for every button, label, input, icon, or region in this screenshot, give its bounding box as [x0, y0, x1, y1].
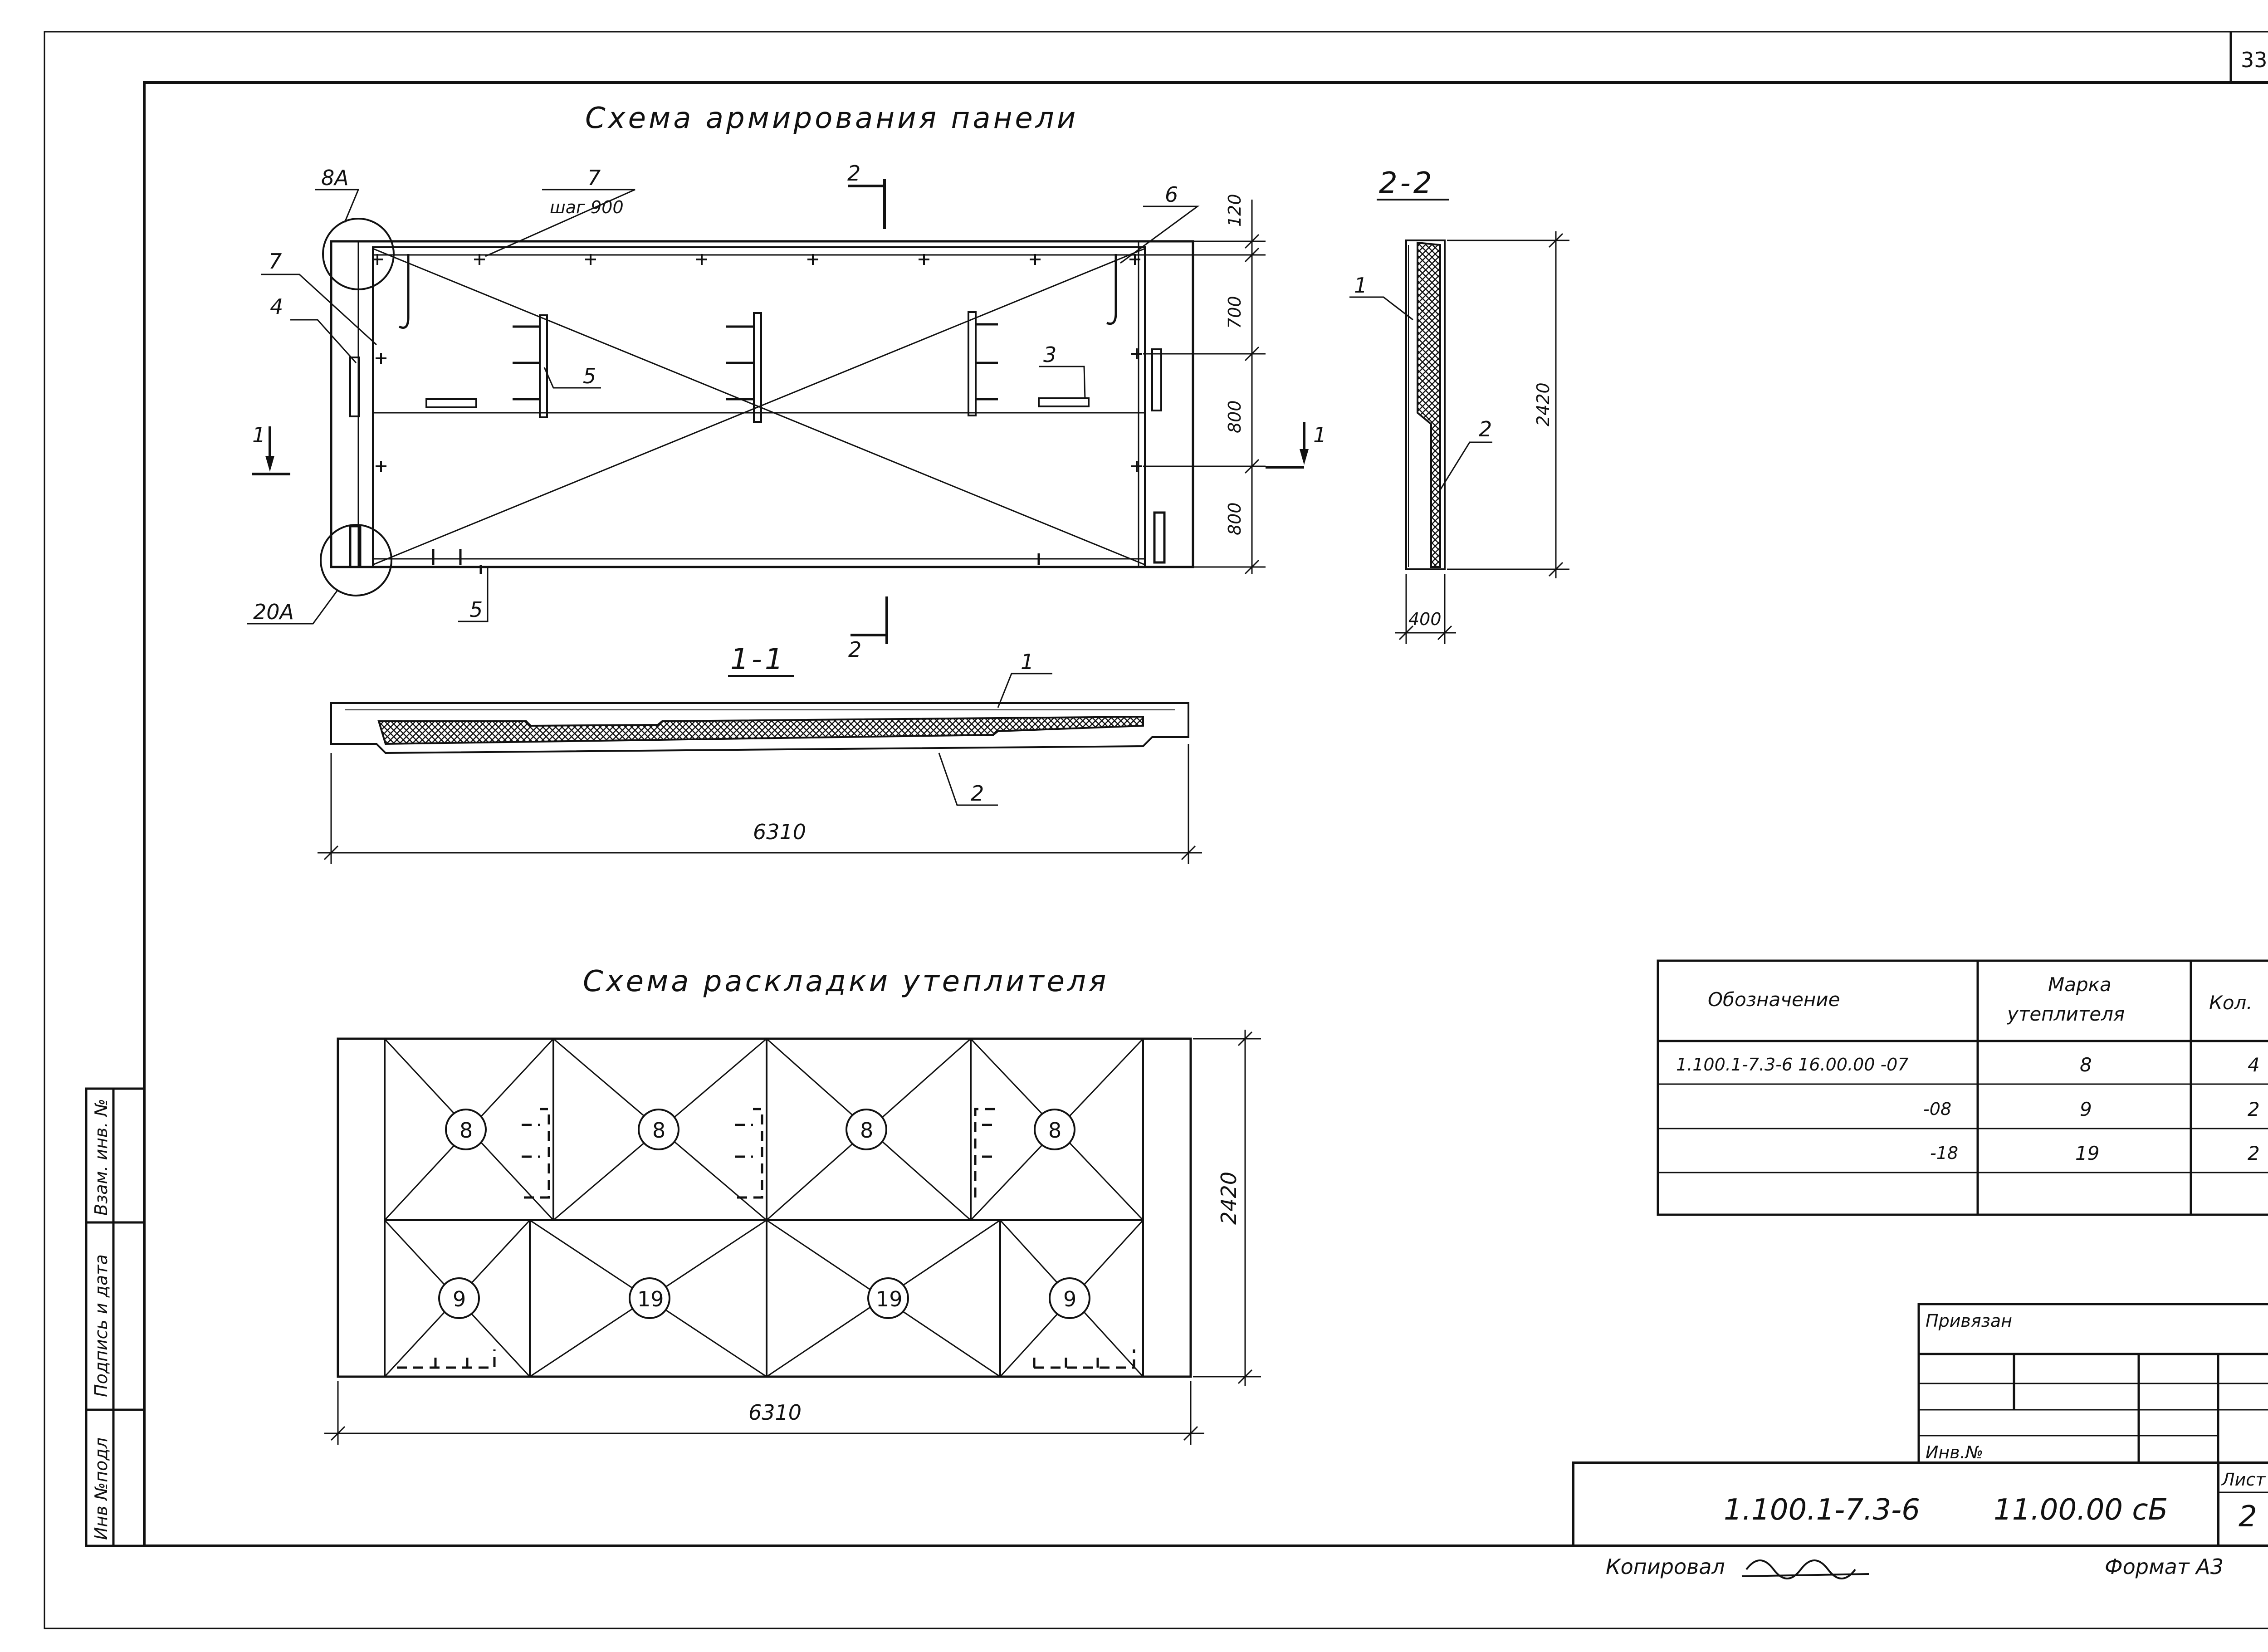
dim-2420-section: 2420 — [1533, 382, 1553, 426]
spec-header-mark-1: Марка — [2048, 973, 2112, 996]
dim-400: 400 — [1408, 609, 1442, 629]
section-11-leaders — [318, 673, 1202, 864]
side-stamp — [85, 1087, 146, 1547]
spec-row-1-designation: 1.100.1-7.3-6 16.00.00 -07 — [1676, 1055, 1909, 1075]
spec-header-mark-2: утеплителя — [2006, 1003, 2125, 1025]
detail-circles — [320, 218, 395, 596]
dim-800a: 800 — [1225, 400, 1245, 433]
format-label: Формат А3 — [2105, 1554, 2224, 1579]
insulation-dims — [324, 1030, 1261, 1445]
reinforcement-title: Схема армирования панели — [585, 102, 1078, 135]
insulation-mark-top-1: 8 — [459, 1118, 473, 1143]
insulation-panel — [337, 1037, 1192, 1378]
spec-table — [1657, 959, 2268, 1216]
label-7-step: шаг 900 — [550, 197, 624, 217]
stamp-inv-orig: Инв №подл — [91, 1437, 111, 1540]
stamp-sign-date: Подпись и дата — [91, 1254, 111, 1397]
insulation-mark-circles — [438, 1109, 1090, 1319]
dim-6310-insulation: 6310 — [748, 1400, 802, 1425]
spec-row-1-mark: 8 — [2080, 1054, 2092, 1076]
label-8a: 8А — [321, 166, 349, 190]
copied-label: Копировал — [1606, 1554, 1725, 1579]
section-11-label-1: 1 — [1021, 650, 1034, 674]
label-5-bottom: 5 — [469, 597, 483, 622]
label-3: 3 — [1043, 342, 1056, 367]
label-4: 4 — [270, 294, 283, 319]
section-22-profile — [1405, 239, 1446, 570]
section-22-label-1: 1 — [1354, 273, 1367, 298]
section-22-title: 2-2 — [1379, 166, 1435, 200]
reinforcement-leaders — [247, 189, 1200, 625]
tied-label: Привязан — [1926, 1311, 2012, 1331]
spec-row-3-designation: -18 — [1930, 1143, 1958, 1163]
label-7-top: 7 — [587, 166, 601, 190]
spec-header-qty: Кол. — [2209, 992, 2253, 1014]
page-number: 33 — [2241, 48, 2268, 72]
insulation-mark-top-4: 8 — [1048, 1118, 1061, 1143]
spec-row-3-mark: 19 — [2075, 1142, 2099, 1164]
dim-700: 700 — [1225, 296, 1245, 329]
section-mark-left: 1 — [252, 423, 265, 447]
dim-6310-section: 6310 — [753, 820, 806, 844]
copier-signature — [1741, 1559, 1869, 1579]
anchor-marks — [372, 254, 1142, 472]
section-markers — [252, 179, 1305, 644]
sheet-label: Лист — [2221, 1470, 2266, 1490]
spec-header-designation: Обозначение — [1708, 988, 1840, 1011]
section-11-profile — [330, 702, 1189, 754]
spec-row-1-qty: 4 — [2248, 1054, 2260, 1076]
insulation-mark-bottom-1: 9 — [453, 1287, 466, 1311]
insulation-mark-bottom-4: 9 — [1063, 1287, 1076, 1311]
section-22-leaders — [1349, 231, 1569, 644]
dim-800b: 800 — [1225, 502, 1245, 535]
title-block — [1572, 1461, 2268, 1547]
insulation-title: Схема раскладки утеплителя — [583, 965, 1109, 998]
section-22-label-2: 2 — [1479, 417, 1492, 441]
section-mark-right: 1 — [1313, 423, 1326, 447]
section-mark-bottom: 2 — [848, 637, 861, 662]
section-11-label-2: 2 — [971, 781, 984, 806]
insulation-mark-top-2: 8 — [652, 1118, 665, 1143]
insulation-mark-bottom-2: 19 — [637, 1287, 664, 1311]
insulation-mark-top-3: 8 — [860, 1118, 873, 1143]
insulation-openings — [397, 1108, 1135, 1369]
label-20a: 20А — [253, 600, 294, 624]
doc-number: 11.00.00 сБ — [1994, 1493, 2168, 1527]
stamp-replace-inv: Взам. инв. № — [91, 1099, 111, 1216]
spec-row-2-qty: 2 — [2248, 1098, 2260, 1120]
sheet-frame — [44, 31, 2268, 1629]
insulation-mark-bottom-3: 19 — [876, 1287, 903, 1311]
label-7-left: 7 — [269, 249, 282, 274]
spec-row-3-qty: 2 — [2248, 1142, 2260, 1164]
doc-code: 1.100.1-7.3-6 — [1724, 1493, 1920, 1527]
dim-2420-insulation: 2420 — [1217, 1172, 1241, 1225]
section-11-title: 1-1 — [730, 643, 786, 676]
spec-row-2-designation: -08 — [1923, 1099, 1951, 1119]
inv-no-label: Инв.№ — [1926, 1442, 1983, 1462]
dim-120: 120 — [1225, 194, 1245, 227]
label-6: 6 — [1165, 182, 1178, 207]
label-5-mid: 5 — [583, 364, 596, 388]
reinforcement-panel — [330, 240, 1194, 574]
spec-row-2-mark: 9 — [2080, 1098, 2092, 1120]
reinforcement-dim-chain — [1143, 200, 1266, 575]
sheet-number: 2 — [2239, 1500, 2257, 1534]
section-mark-top: 2 — [847, 161, 860, 186]
